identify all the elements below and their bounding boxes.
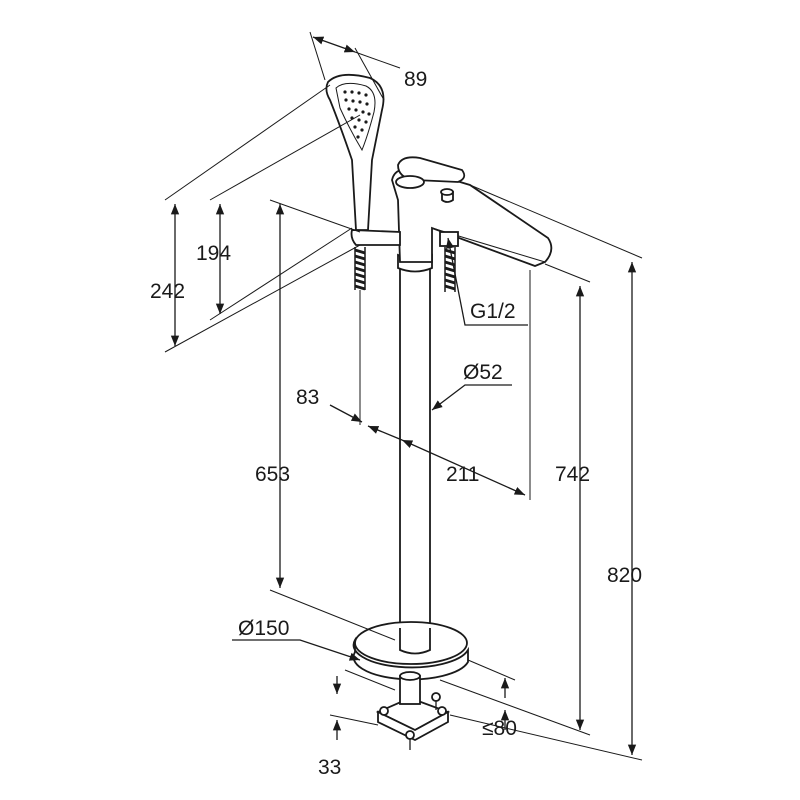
dim-820: 820 bbox=[607, 564, 642, 587]
mounting-bracket bbox=[375, 671, 451, 750]
dim-194: 194 bbox=[196, 242, 231, 265]
dim-d150: Ø150 bbox=[238, 617, 289, 640]
dimension-lines bbox=[164, 31, 643, 761]
dim-le80: ≤80 bbox=[482, 717, 517, 740]
dim-g12: G1/2 bbox=[470, 300, 516, 323]
shower-holder bbox=[350, 229, 401, 246]
dim-211: 211 bbox=[446, 463, 479, 486]
dim-653: 653 bbox=[255, 463, 290, 486]
hand-shower bbox=[325, 73, 459, 292]
dim-89: 89 bbox=[404, 68, 427, 91]
dim-83: 83 bbox=[296, 386, 319, 409]
base-disc bbox=[352, 636, 469, 681]
dim-d52: Ø52 bbox=[463, 361, 503, 384]
dim-742: 742 bbox=[555, 463, 590, 486]
dim-33: 33 bbox=[318, 756, 341, 779]
mixer-illustration bbox=[325, 73, 553, 750]
dim-242: 242 bbox=[150, 280, 185, 303]
